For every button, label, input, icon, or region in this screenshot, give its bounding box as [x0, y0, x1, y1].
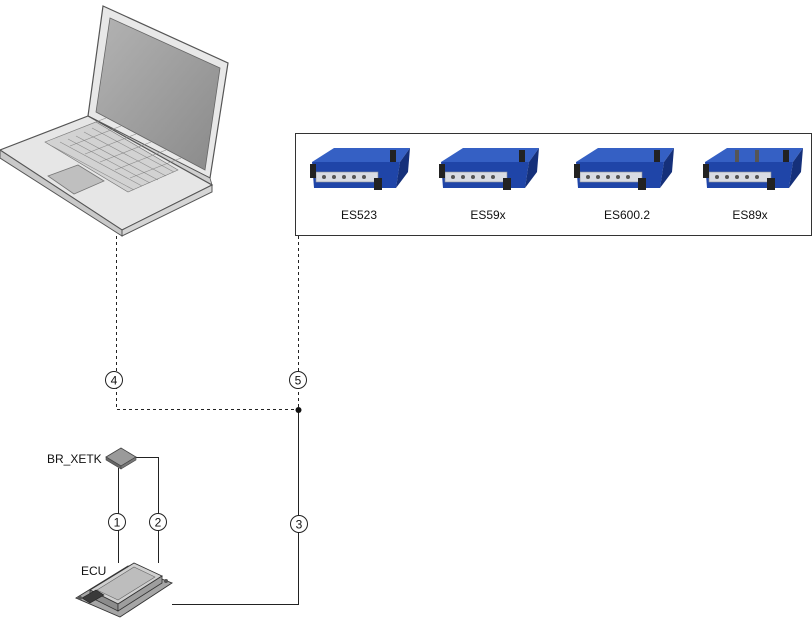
- connection-badge-1: 1: [108, 513, 126, 531]
- connection-badge-5: 5: [289, 371, 307, 389]
- svg-text:2: 2: [155, 516, 162, 530]
- ecu-label: ECU: [81, 564, 106, 578]
- svg-text:4: 4: [111, 374, 118, 388]
- es523-device-icon: [309, 147, 411, 191]
- connection-lines: [116, 236, 299, 605]
- connection-badge-2: 2: [149, 513, 167, 531]
- br-xetk-label: BR_XETK: [47, 452, 102, 466]
- es59x-device-icon: [438, 147, 540, 191]
- svg-text:3: 3: [296, 518, 303, 532]
- es89x-device-icon: [702, 147, 804, 191]
- svg-text:1: 1: [114, 516, 121, 530]
- es523-label: ES523: [341, 208, 377, 222]
- svg-text:5: 5: [295, 374, 302, 388]
- es600-label: ES600.2: [604, 208, 650, 222]
- ecu-icon: [75, 562, 173, 618]
- es600-device-icon: [573, 147, 675, 191]
- br-xetk-module-icon: [105, 447, 137, 470]
- connection-badge-3: 3: [290, 515, 308, 533]
- junction-dot: [295, 407, 302, 413]
- connection-badge-4: 4: [105, 371, 123, 389]
- es89x-label: ES89x: [732, 208, 767, 222]
- es59x-label: ES59x: [470, 208, 505, 222]
- laptop-icon: [0, 5, 229, 237]
